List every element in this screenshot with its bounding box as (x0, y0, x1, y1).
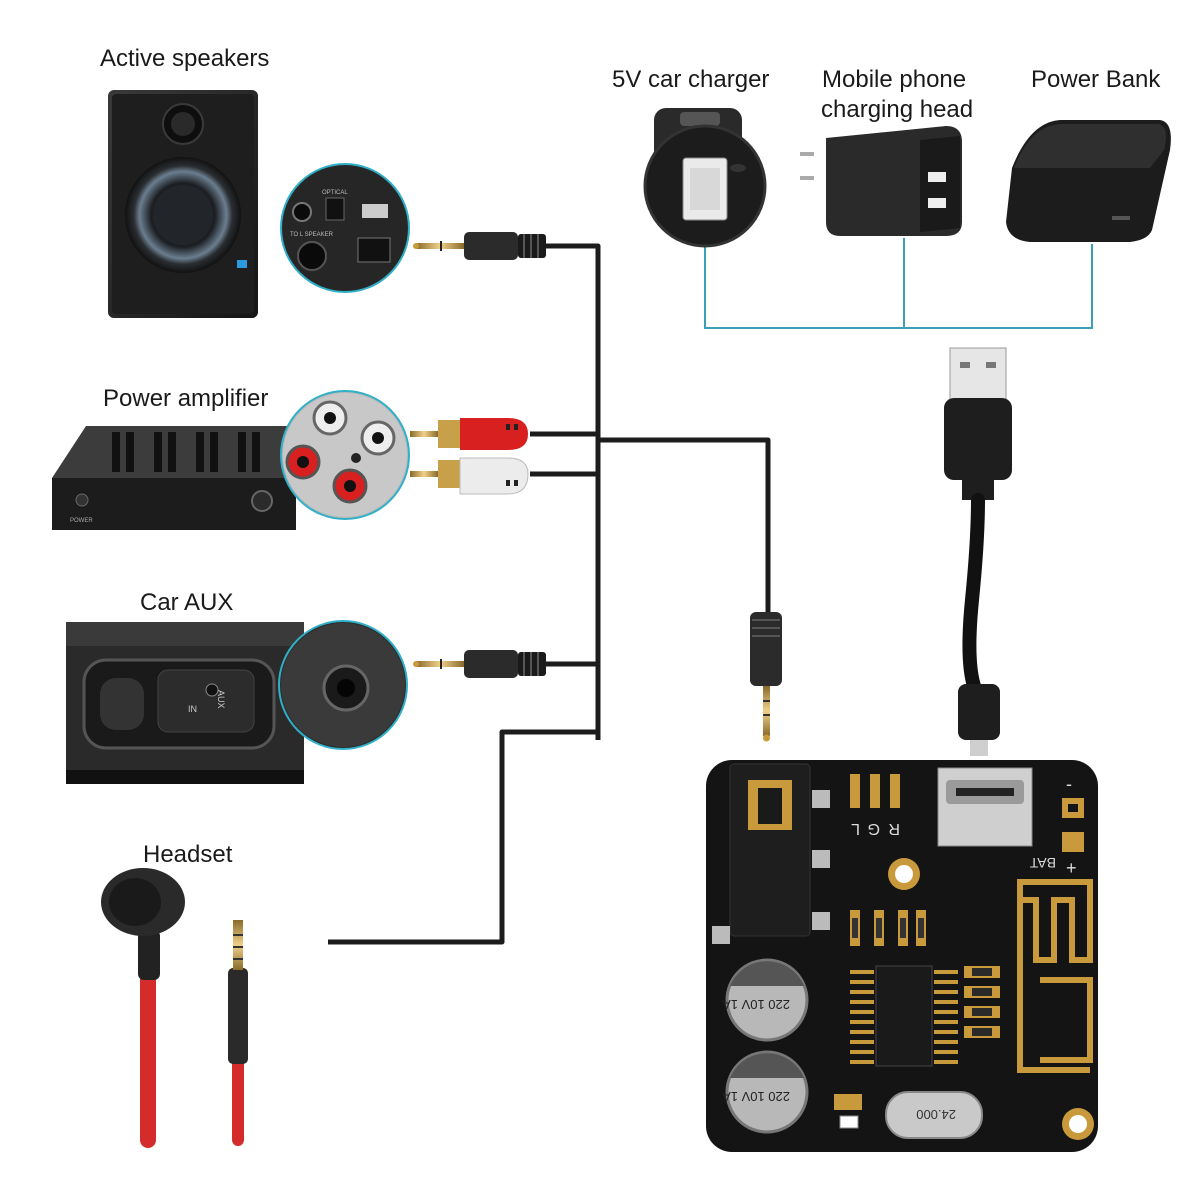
phone-head-label-line1: Mobile phone (822, 66, 967, 93)
speaker-optical-text: OPTICAL (322, 190, 348, 196)
active-speaker-image (108, 90, 258, 318)
rca-red-plug (410, 418, 528, 450)
board-minus-text: - (1066, 774, 1072, 794)
power-amplifier-image: POWER (52, 426, 310, 530)
rca-white-plug (410, 457, 529, 495)
board-plus-text: + (1066, 858, 1077, 878)
aux-port-callout (278, 620, 408, 750)
speaker-jack-plug (413, 232, 546, 260)
headset-label: Headset (143, 841, 233, 868)
headset-cable (328, 729, 598, 945)
bluetooth-board-image: L G R - + BAT (706, 760, 1098, 1152)
car-aux-label: Car AUX (140, 589, 234, 616)
board-bat-text: BAT (1029, 855, 1056, 871)
crystal-text: 24.000 (916, 1107, 956, 1122)
car-charger-label: 5V car charger (612, 66, 770, 93)
power-bank-label: Power Bank (1031, 66, 1161, 93)
speaker-port-callout: OPTICAL TO L SPEAKER (280, 163, 410, 293)
power-amplifier-label: Power amplifier (103, 385, 269, 412)
active-speakers-label: Active speakers (100, 45, 270, 72)
speaker-to-l-text: TO L SPEAKER (290, 232, 334, 238)
capacitor-1-text: 220 10V 1A (722, 997, 790, 1012)
audio-cables (328, 243, 771, 945)
board-jack-plug (750, 612, 782, 742)
aux-in-text: IN (188, 704, 197, 714)
power-lines (704, 238, 1093, 329)
headset-image (101, 868, 248, 1148)
power-bank-image (1006, 120, 1171, 242)
phone-head-label-line2: charging head (821, 96, 974, 123)
speaker-cable (545, 243, 601, 740)
phone-charging-head-image (800, 126, 962, 236)
aux-label-text: AUX (216, 690, 226, 709)
board-l-text: L (851, 820, 860, 837)
aux-jack-plug (413, 650, 546, 678)
capacitor-2-text: 220 10V 1A (722, 1089, 790, 1104)
amp-rca-callout (280, 390, 410, 520)
car-aux-image: AUX IN (66, 622, 304, 784)
usb-cable (944, 347, 1012, 756)
board-g-text: G (868, 820, 880, 837)
amp-power-text: POWER (70, 518, 93, 524)
car-charger-image (643, 108, 767, 248)
board-cable (598, 437, 771, 615)
board-r-text: R (888, 820, 900, 837)
